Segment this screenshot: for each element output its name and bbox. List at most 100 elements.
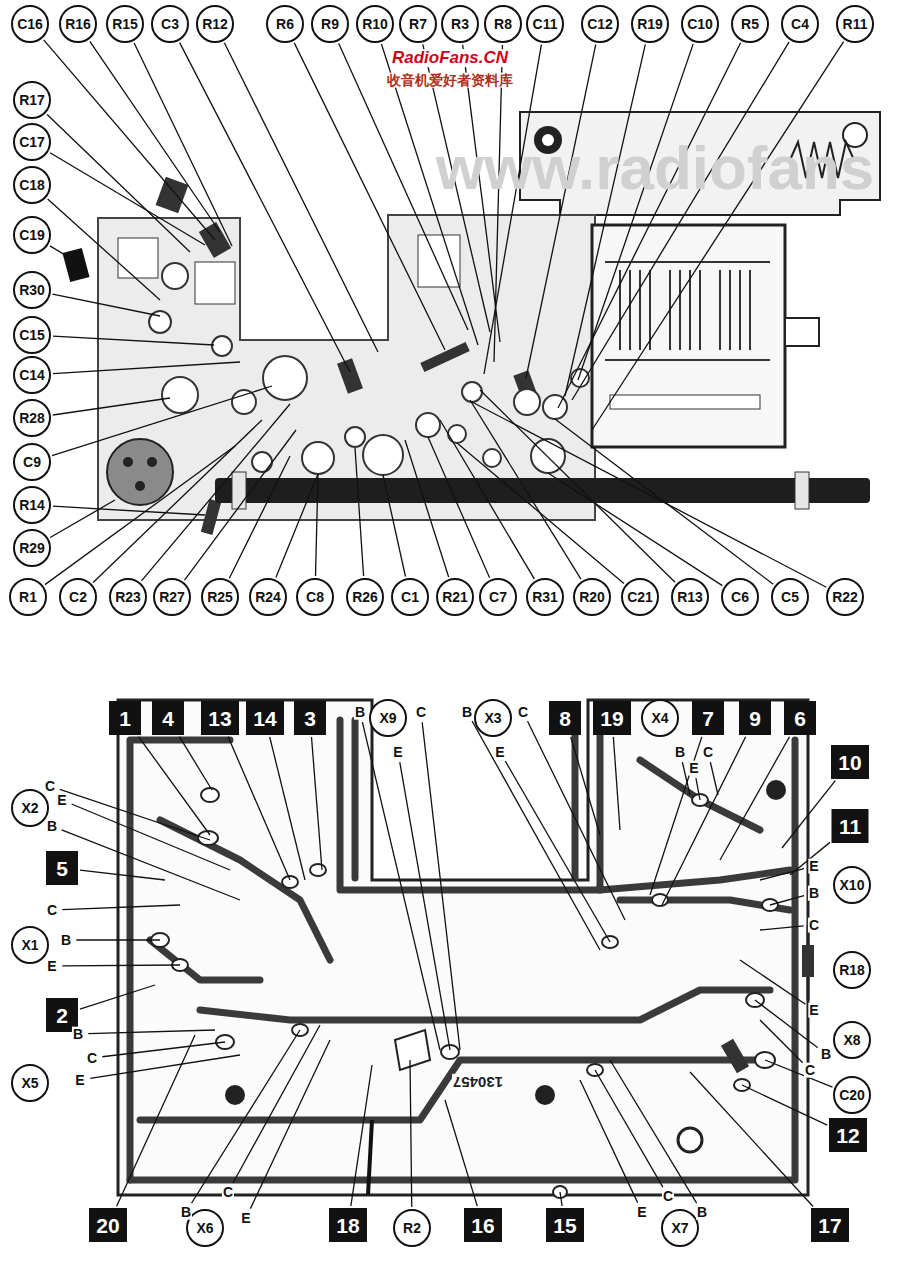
label-text: R3 [451, 17, 469, 31]
board-number: 130457 [452, 1074, 504, 1090]
part-label-circle: R13 [671, 578, 709, 616]
label-text: R30 [19, 283, 45, 297]
label-text: R20 [579, 590, 605, 604]
leader-line [422, 722, 460, 1050]
leader-line [50, 500, 115, 537]
leader-line [270, 737, 305, 880]
label-text: X6 [196, 1221, 213, 1235]
label-text: C12 [587, 17, 613, 31]
label-text: C19 [19, 228, 45, 242]
label-text: R31 [532, 590, 558, 604]
callout-number: 14 [246, 701, 284, 735]
label-text: 17 [818, 1215, 841, 1236]
pin-letter: C [804, 1063, 816, 1078]
leader-line [558, 43, 741, 408]
pin-letter: C [46, 903, 58, 918]
part-label-circle: R12 [196, 5, 234, 43]
leader-line [410, 1060, 412, 1207]
label-text: C2 [69, 590, 87, 604]
part-label-circle: R21 [436, 578, 474, 616]
callout-number: 6 [784, 701, 816, 735]
leader-line [383, 475, 405, 576]
part-label-circle: R24 [249, 578, 287, 616]
label-text: C7 [489, 590, 507, 604]
label-text: X10 [840, 878, 865, 892]
part-label-circle: C19 [13, 216, 51, 254]
part-label-circle: R8 [484, 5, 522, 43]
leader-line [312, 737, 323, 870]
part-label-circle: C18 [13, 166, 51, 204]
leader-line [62, 964, 180, 966]
part-label-circle: R9 [311, 5, 349, 43]
label-text: R28 [19, 411, 45, 425]
leader-line [180, 43, 350, 372]
part-label-circle: C6 [721, 578, 759, 616]
watermark: www.radiofans [435, 135, 876, 200]
copper-side-board [118, 700, 814, 1198]
label-text: R16 [65, 17, 91, 31]
callout-number: 15 [546, 1208, 584, 1242]
leader-line [765, 1060, 833, 1087]
label-text: 16 [471, 1215, 494, 1236]
leader-line [548, 473, 722, 586]
label-text: C21 [627, 590, 653, 604]
part-label-circle: C14 [13, 356, 51, 394]
leader-line [742, 1085, 827, 1125]
part-label-circle: R25 [201, 578, 239, 616]
label-text: R17 [19, 93, 45, 107]
callout-number: 4 [152, 701, 184, 735]
leader-line [185, 430, 296, 580]
pin-letter: E [46, 959, 57, 974]
pin-letter: B [180, 1205, 192, 1220]
leader-line [760, 1020, 803, 1063]
leader-line [50, 246, 70, 258]
label-text: C3 [161, 17, 179, 31]
part-label-circle: R23 [109, 578, 147, 616]
label-text: R8 [494, 17, 512, 31]
label-text: X8 [843, 1033, 860, 1047]
label-text: R9 [321, 17, 339, 31]
leader-line [470, 400, 581, 579]
part-label-circle: X1 [11, 926, 49, 964]
label-text: 10 [838, 752, 861, 773]
leader-line [472, 721, 600, 950]
part-label-circle: R14 [13, 486, 51, 524]
callout-number: 20 [89, 1208, 127, 1242]
pin-letter: B [72, 1027, 84, 1042]
label-text: R15 [112, 17, 138, 31]
label-text: C20 [839, 1088, 865, 1102]
label-text: R5 [741, 17, 759, 31]
leader-line [53, 398, 170, 415]
part-label-circle: C3 [151, 5, 189, 43]
label-text: R22 [832, 590, 858, 604]
label-text: 3 [304, 708, 316, 729]
part-label-circle: C7 [479, 578, 517, 616]
callout-number: 16 [464, 1208, 502, 1242]
leader-line [400, 762, 450, 1050]
leader-line [445, 1100, 477, 1206]
leader-line [710, 762, 718, 795]
leader-line [62, 905, 180, 910]
part-label-circle: X9 [369, 699, 407, 737]
pin-letter: E [688, 761, 699, 776]
watermark: 收音机爱好者资料库 [386, 73, 514, 88]
part-label-circle: C15 [13, 316, 51, 354]
leader-line [294, 43, 445, 350]
part-label-circle: R19 [631, 5, 669, 43]
label-text: C15 [19, 328, 45, 342]
leader-line [90, 1055, 240, 1078]
pin-letter: E [240, 1211, 251, 1226]
leader-line [250, 1040, 330, 1209]
part-label-circle: C2 [59, 578, 97, 616]
label-text: X7 [671, 1221, 688, 1235]
part-label-circle: R27 [153, 578, 191, 616]
label-text: 14 [253, 708, 276, 729]
label-text: R18 [839, 963, 865, 977]
label-text: R10 [362, 17, 388, 31]
part-label-circle: R18 [833, 951, 871, 989]
leader-line [457, 443, 624, 583]
part-label-circle: X10 [833, 866, 871, 904]
leader-line [760, 926, 804, 930]
callout-number: 13 [201, 701, 239, 735]
part-label-circle: R29 [13, 529, 51, 567]
